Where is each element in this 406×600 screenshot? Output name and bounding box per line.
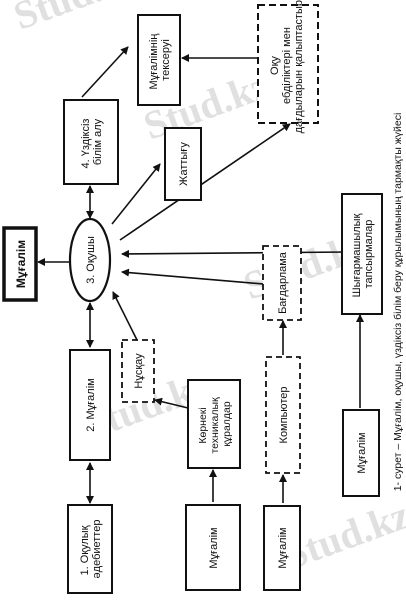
node-instruction-label: Нұсқау <box>133 353 145 389</box>
node-skills-label: Оқу ебділіктері мен дағдыларын қалыптаст… <box>269 0 305 133</box>
node-continuous-label: 4. Үздіксіз білім алу <box>80 116 104 169</box>
arrow-continuous-teacher-check <box>81 46 129 98</box>
node-creative-tasks: Шығармашылық тапсырмалар <box>341 193 383 315</box>
figure-caption: 1- сурет – Мұғалім, оқушы, үздіксіз білі… <box>392 113 404 492</box>
node-teacher-check-label: Мұғалімнің тексеруі <box>148 31 172 90</box>
node-teacher-a-label: Мұғалім <box>208 527 220 568</box>
node-exercise-label: Жаттығу <box>178 142 190 186</box>
node-exercise: Жаттығу <box>164 127 202 201</box>
node-program: Бағдарлама <box>262 245 302 321</box>
node-computer-label: Компьютер <box>278 387 290 444</box>
node-instruction: Нұсқау <box>121 339 155 403</box>
arrow-student-exercise <box>111 163 161 225</box>
arrow-instruction-student <box>112 291 138 341</box>
arrow-program-student <box>121 268 276 286</box>
node-teacher-main-label: Мұғалім <box>14 240 28 288</box>
node-computer: Компьютер <box>265 356 301 474</box>
node-teacher-b: Мұғалім <box>263 505 301 591</box>
node-teacher-a: Мұғалім <box>185 504 241 591</box>
watermark: Stud.kz <box>8 0 146 38</box>
node-program-label: Бағдарлама <box>277 251 289 314</box>
node-textbooks-label: 1. Оқулық әдебиеттер <box>79 520 103 579</box>
node-teacher-check: Мұғалімнің тексеруі <box>137 14 181 106</box>
node-teacher2: 2. Мұғалім <box>69 349 111 461</box>
node-student: 3. Оқушы <box>68 217 112 303</box>
connectors <box>37 46 364 504</box>
node-teacher2-label: 2. Мұғалім <box>85 378 97 431</box>
node-teacher-main: Мұғалім <box>2 226 38 302</box>
node-teacher-b-label: Мұғалім <box>277 527 289 568</box>
node-visual-aids-label: Көрнекі техникалық құралдар <box>197 394 233 453</box>
node-visual-aids: Көрнекі техникалық құралдар <box>187 379 241 469</box>
arrow-visual-instruction <box>154 397 189 409</box>
node-skills: Оқу ебділіктері мен дағдыларын қалыптаст… <box>257 0 319 133</box>
node-creative-tasks-label: Шығармашылық тапсырмалар <box>351 211 375 298</box>
node-teacher-c: Мұғалім <box>342 409 380 497</box>
arrow-creative-student <box>121 249 349 258</box>
nodes: Мұғалім 1. Оқулық әдебиеттер 2. Мұғалім … <box>2 0 383 594</box>
arrow-student-skills <box>119 123 291 241</box>
node-teacher-c-label: Мұғалім <box>356 432 368 473</box>
node-student-label: 3. Оқушы <box>85 236 97 284</box>
node-textbooks: 1. Оқулық әдебиеттер <box>67 504 113 594</box>
node-continuous: 4. Үздіксіз білім алу <box>63 99 119 185</box>
